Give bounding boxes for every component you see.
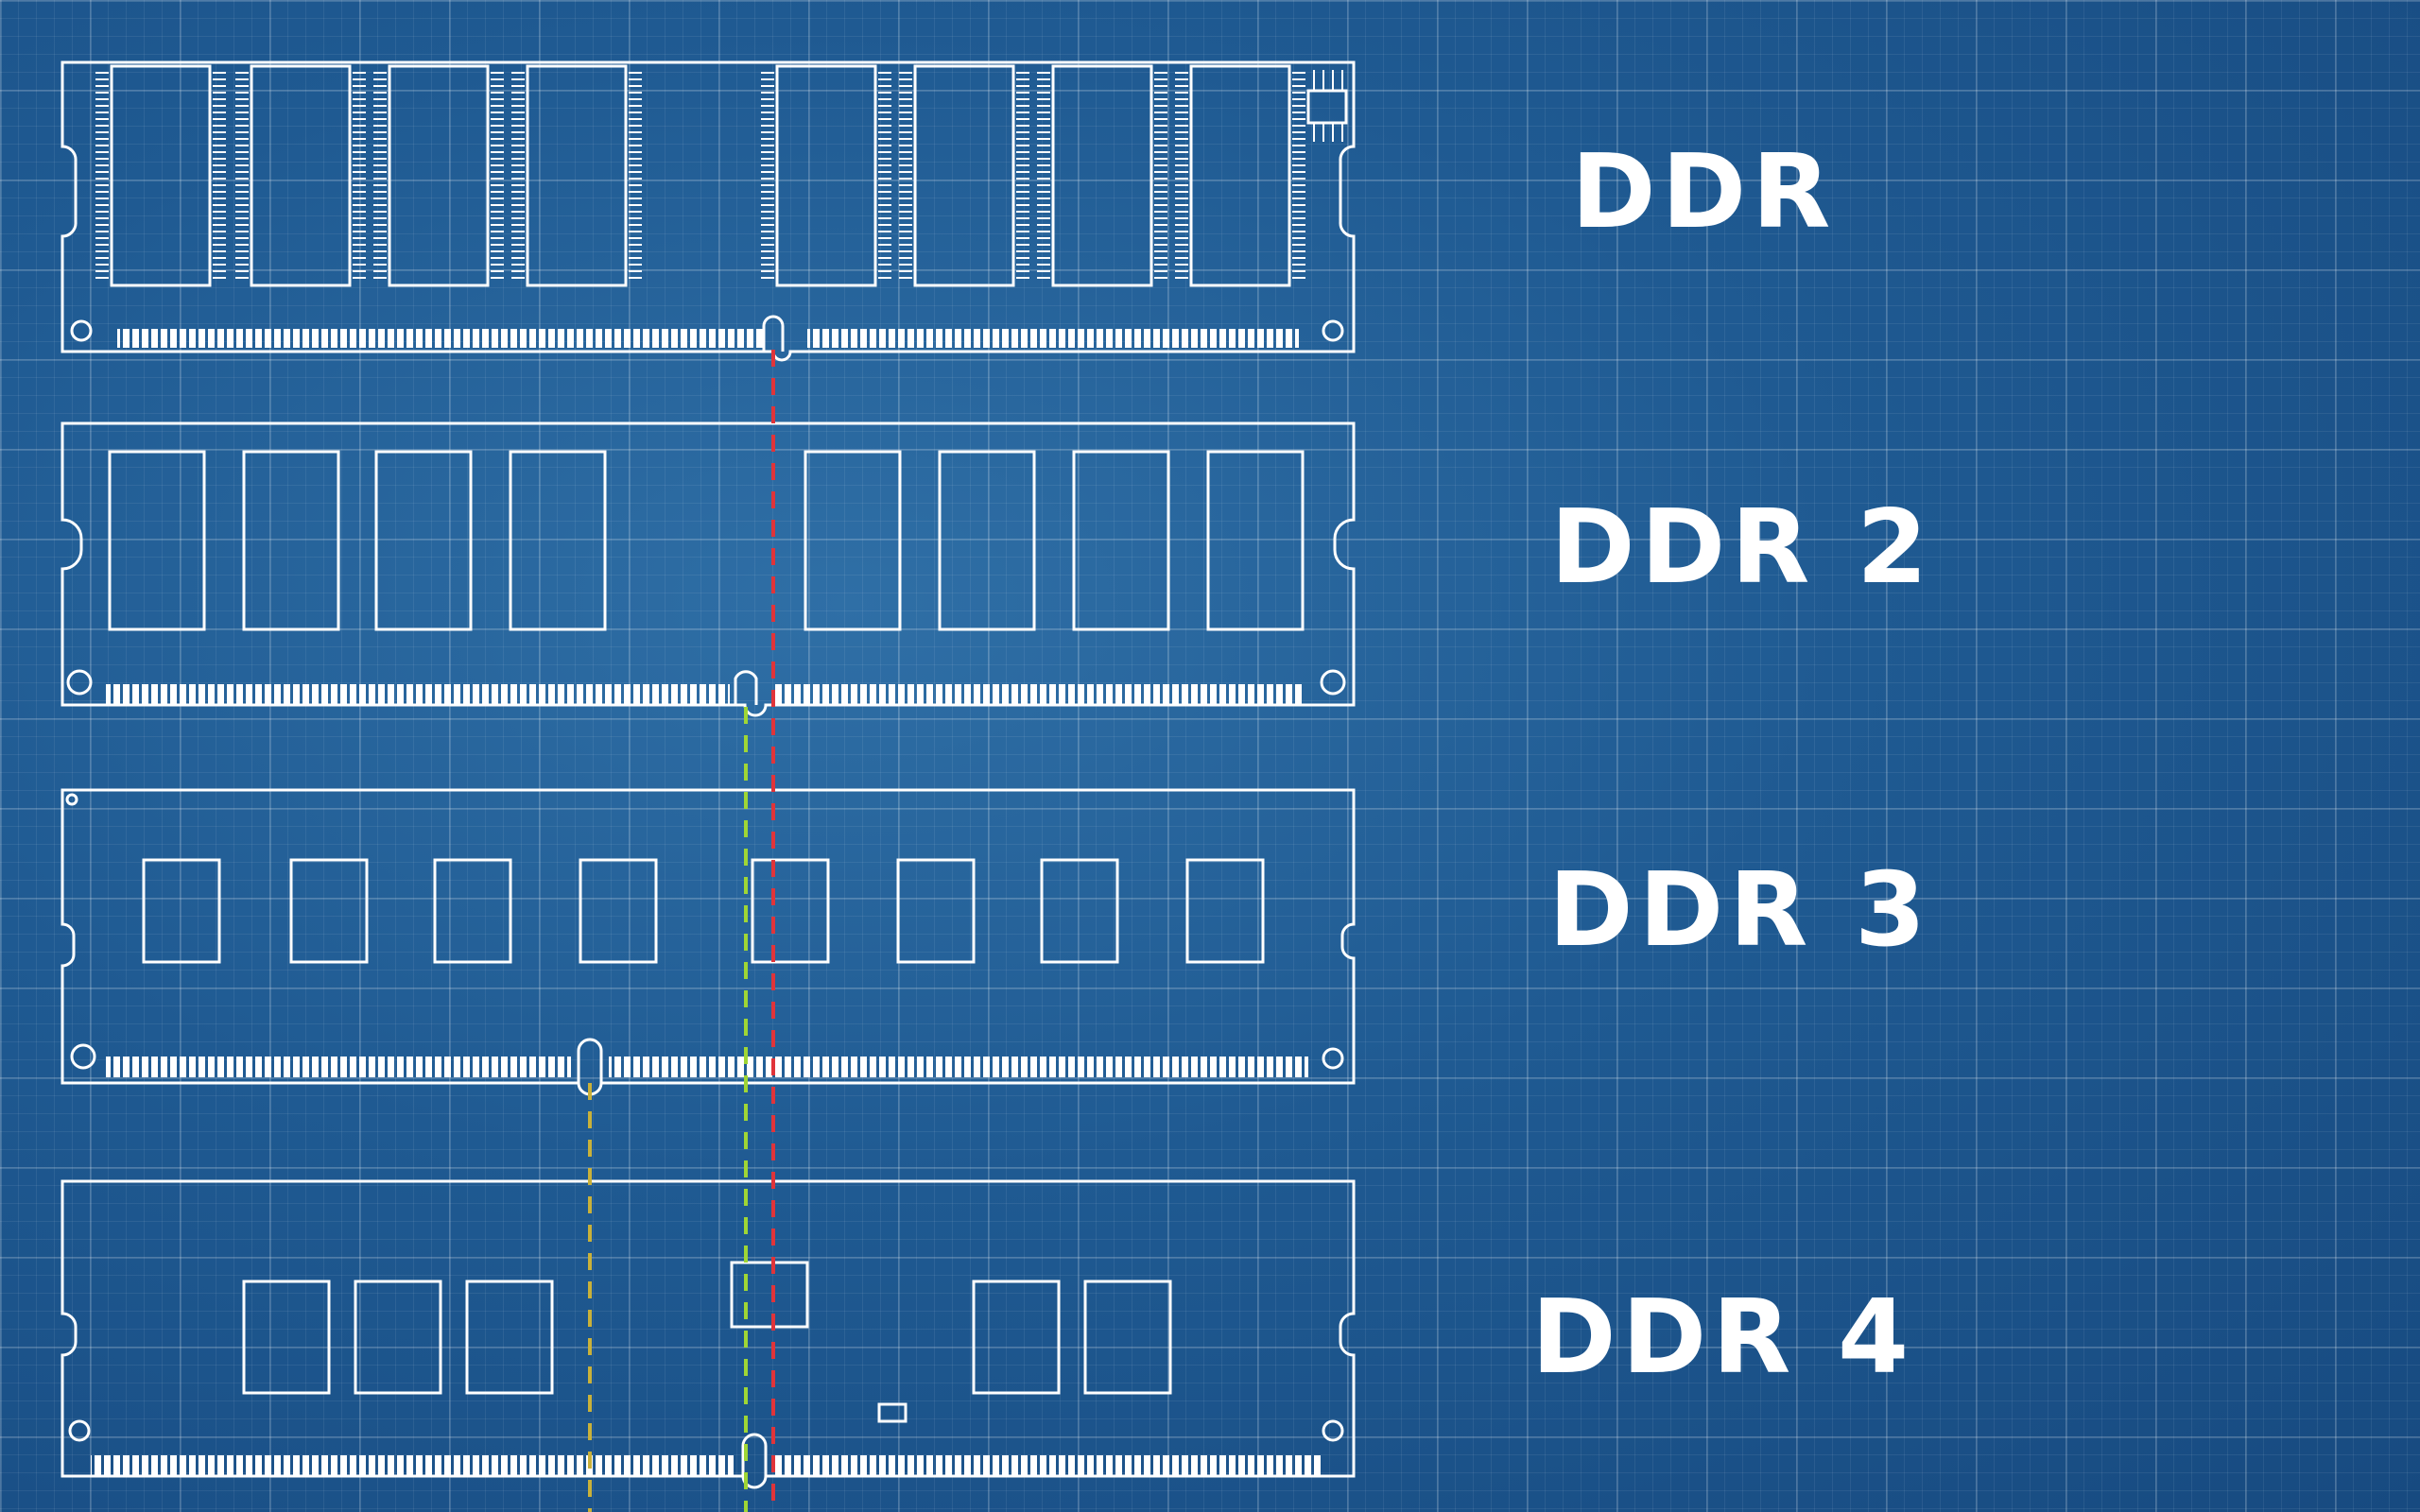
ddr3-module <box>60 788 1356 1096</box>
ddr4-spd-chip <box>877 1402 908 1423</box>
ddr-chip-1 <box>110 64 212 287</box>
ddr4-center-chip <box>730 1261 809 1329</box>
ddr2-outline <box>60 421 1356 717</box>
ddr4-chip-2 <box>354 1280 442 1395</box>
ddr-chip-2 <box>250 64 352 287</box>
ddr4-hole-left <box>68 1419 91 1442</box>
ddr3-pins-left <box>106 1057 571 1077</box>
ddr3-chip-5 <box>751 858 830 964</box>
ddr-outline <box>60 60 1356 362</box>
ddr2-pins-right <box>775 684 1305 705</box>
ddr2-notch <box>734 670 758 705</box>
ddr3-label: DDR 3 <box>1548 851 1932 970</box>
ddr2-chip-1 <box>108 450 206 631</box>
ddr-chip-6 <box>913 64 1015 287</box>
ddr3-chip-3 <box>433 858 512 964</box>
ddr2-chip-4 <box>509 450 607 631</box>
ddr4-outline <box>60 1179 1356 1489</box>
ddr3-hole-top <box>65 793 78 806</box>
ddr-hole-left <box>70 319 93 342</box>
ddr3-chip-8 <box>1185 858 1265 964</box>
ddr2-chip-8 <box>1206 450 1305 631</box>
ddr3-chip-6 <box>896 858 976 964</box>
ddr-hole-right <box>1322 319 1344 342</box>
ddr2-module <box>60 421 1356 717</box>
ddr4-hole-right <box>1322 1419 1344 1442</box>
ddr2-pins-left <box>106 684 730 705</box>
ddr3-chip-7 <box>1040 858 1119 964</box>
ddr-pins-right <box>807 329 1299 348</box>
ddr4-label: DDR 4 <box>1531 1279 1915 1397</box>
ddr3-outline <box>60 788 1356 1096</box>
ddr-notch <box>762 315 785 352</box>
ddr-chip-leads <box>95 72 1305 280</box>
ddr-spd-leads <box>1313 70 1343 142</box>
ddr4-chip-3 <box>465 1280 554 1395</box>
ddr-label: DDR <box>1571 133 1837 251</box>
ddr4-pins-right <box>775 1455 1323 1476</box>
ddr2-chip-5 <box>804 450 902 631</box>
ddr2-chip-3 <box>374 450 473 631</box>
ddr2-hole-right <box>1320 669 1346 696</box>
ddr-chip-5 <box>775 64 877 287</box>
ddr3-chip-2 <box>289 858 369 964</box>
ddr4-module <box>60 1179 1356 1489</box>
ddr3-chip-1 <box>142 858 221 964</box>
ddr2-chip-6 <box>938 450 1036 631</box>
ddr-chip-8 <box>1189 64 1291 287</box>
ddr3-hole-right <box>1322 1047 1344 1070</box>
ddr3-notch <box>577 1038 603 1083</box>
ddr2-hole-left <box>66 669 93 696</box>
ddr4-chip-5 <box>1083 1280 1172 1395</box>
ddr-chip-3 <box>388 64 490 287</box>
ddr-module <box>60 60 1356 362</box>
ddr-chip-7 <box>1051 64 1153 287</box>
ddr4-pins-left <box>91 1455 734 1476</box>
ddr-chip-4 <box>526 64 628 287</box>
ddr2-label: DDR 2 <box>1550 489 1934 607</box>
ddr4-notch <box>741 1433 768 1476</box>
ddr4-chip-4 <box>972 1280 1061 1395</box>
ddr3-chip-4 <box>579 858 658 964</box>
ddr2-chip-2 <box>242 450 340 631</box>
ddr3-hole-left <box>70 1043 96 1070</box>
ddr4-chip-1 <box>242 1280 331 1395</box>
ddr3-pins-right <box>609 1057 1308 1077</box>
ddr2-chip-7 <box>1072 450 1170 631</box>
ddr-pins-left <box>117 329 766 348</box>
ddr-spd-chip <box>1306 89 1348 125</box>
